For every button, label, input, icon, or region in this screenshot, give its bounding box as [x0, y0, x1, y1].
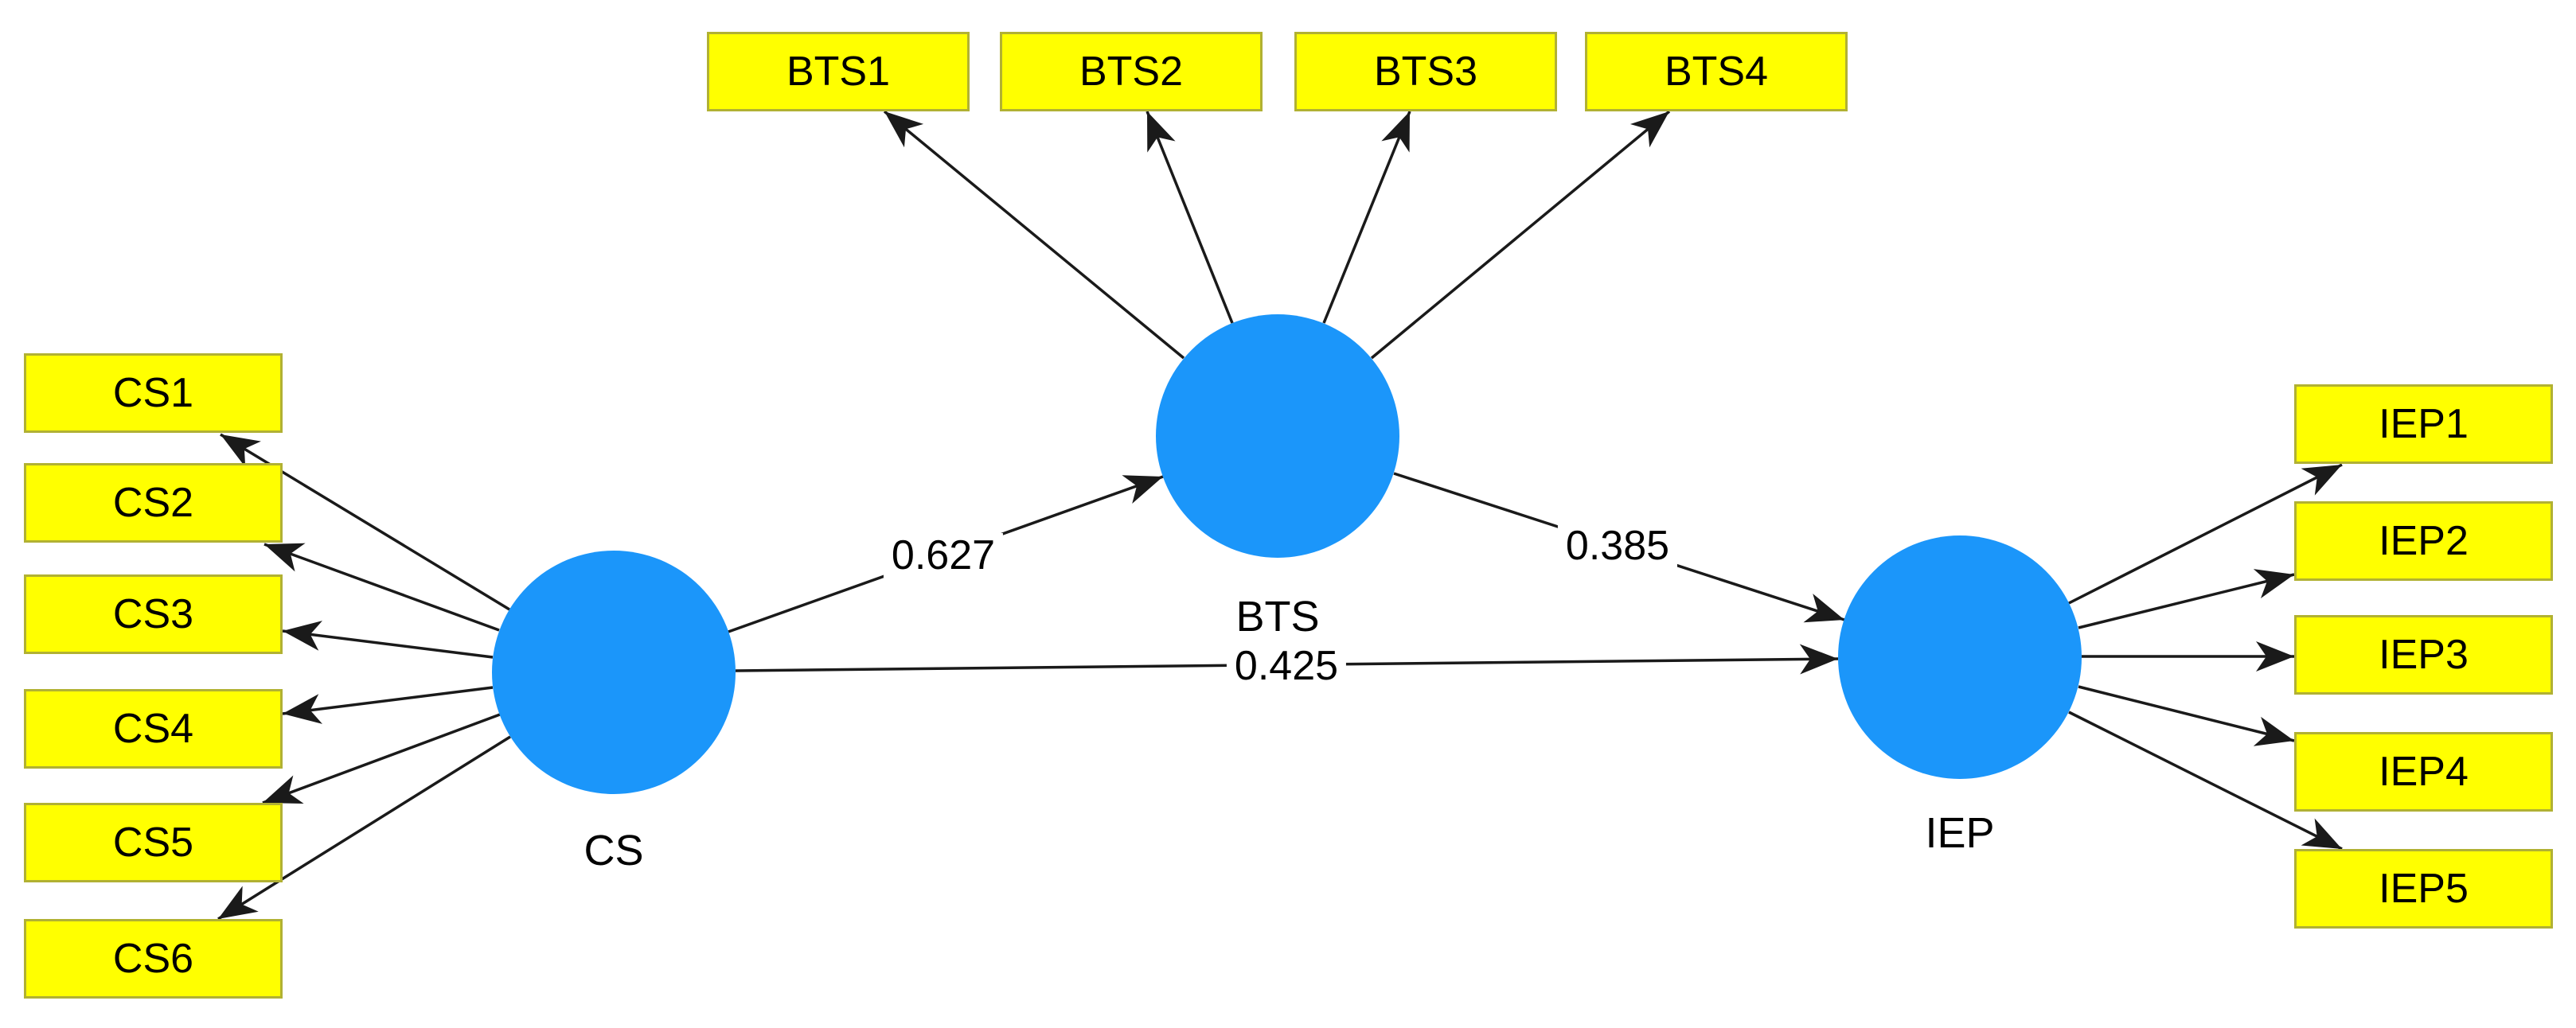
indicator-box-iep1[interactable]: IEP1 — [2294, 384, 2553, 464]
indicator-arrow-iep1[interactable] — [2068, 463, 2343, 605]
indicator-label: BTS3 — [1373, 49, 1478, 95]
indicator-label: CS2 — [112, 480, 194, 526]
indicator-box-cs6[interactable]: CS6 — [24, 919, 283, 999]
indicator-arrow-bts3[interactable] — [1322, 111, 1411, 324]
indicator-box-cs4[interactable]: CS4 — [24, 689, 283, 769]
construct-label-cs: CS — [584, 827, 644, 874]
indicator-label: IEP4 — [2379, 749, 2469, 795]
indicator-arrow-cs6[interactable] — [217, 735, 511, 921]
indicator-box-cs1[interactable]: CS1 — [24, 353, 283, 433]
indicator-arrow-cs3[interactable] — [282, 621, 494, 659]
construct-label-iep: IEP — [1925, 809, 1995, 857]
indicator-arrow-bts2[interactable] — [1146, 111, 1234, 324]
indicator-box-iep4[interactable]: IEP4 — [2294, 732, 2553, 812]
indicator-label: CS6 — [112, 936, 194, 982]
indicator-box-iep5[interactable]: IEP5 — [2294, 849, 2553, 929]
indicator-label: CS5 — [112, 820, 194, 866]
indicator-arrow-cs4[interactable] — [282, 686, 494, 724]
construct-circle-iep[interactable] — [1838, 535, 2082, 779]
indicator-label: BTS2 — [1079, 49, 1184, 95]
path-coefficient-cs-iep[interactable]: 0.425 — [1226, 644, 1347, 688]
indicator-arrow-cs5[interactable] — [262, 713, 501, 804]
indicator-label: IEP3 — [2379, 632, 2469, 678]
indicator-label: CS4 — [112, 706, 194, 752]
indicator-label: IEP2 — [2379, 518, 2469, 564]
indicator-arrow-iep4[interactable] — [2078, 685, 2295, 746]
indicator-label: BTS1 — [786, 49, 891, 95]
indicator-label: CS3 — [112, 591, 194, 637]
indicator-label: CS1 — [112, 370, 194, 416]
path-coefficient-bts-iep[interactable]: 0.385 — [1557, 524, 1678, 568]
indicator-label: BTS4 — [1664, 49, 1769, 95]
indicator-box-cs3[interactable]: CS3 — [24, 574, 283, 654]
indicator-arrow-iep5[interactable] — [2068, 711, 2343, 851]
construct-label-bts: BTS — [1235, 593, 1320, 641]
indicator-box-bts3[interactable]: BTS3 — [1294, 32, 1557, 111]
indicator-label: IEP5 — [2379, 866, 2469, 912]
indicator-box-cs5[interactable]: CS5 — [24, 803, 283, 882]
indicator-box-iep3[interactable]: IEP3 — [2294, 615, 2553, 695]
indicator-box-iep2[interactable]: IEP2 — [2294, 501, 2553, 581]
construct-circle-cs[interactable] — [492, 551, 736, 794]
indicator-arrow-cs2[interactable] — [263, 543, 500, 632]
indicator-box-bts2[interactable]: BTS2 — [1000, 32, 1263, 111]
indicator-arrow-bts4[interactable] — [1370, 110, 1671, 360]
indicator-box-bts1[interactable]: BTS1 — [707, 32, 970, 111]
path-coefficient-cs-bts[interactable]: 0.627 — [883, 533, 1004, 578]
indicator-label: IEP1 — [2379, 401, 2469, 447]
indicator-box-cs2[interactable]: CS2 — [24, 463, 283, 543]
construct-circle-bts[interactable] — [1156, 314, 1399, 558]
indicator-box-bts4[interactable]: BTS4 — [1585, 32, 1848, 111]
indicator-arrow-iep2[interactable] — [2078, 569, 2295, 629]
indicator-arrow-bts1[interactable] — [883, 110, 1185, 360]
